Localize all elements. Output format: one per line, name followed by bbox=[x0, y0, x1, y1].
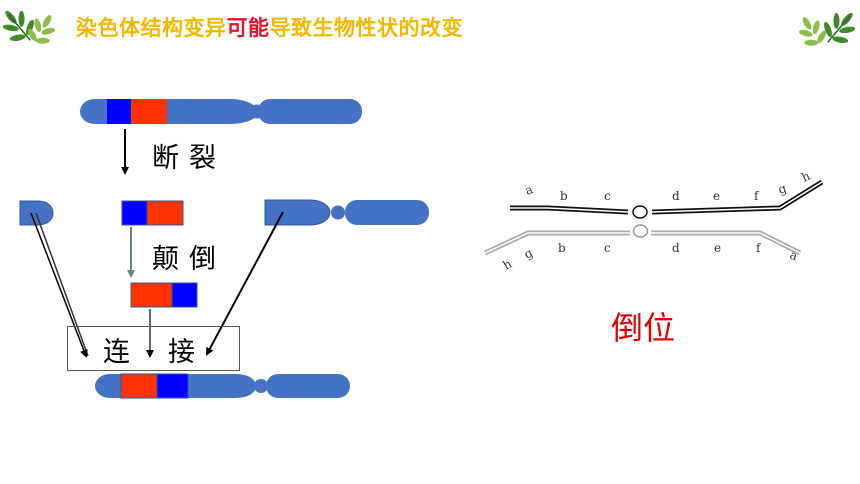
segment-blue bbox=[107, 99, 132, 124]
letter-bottom: b bbox=[558, 241, 566, 255]
letter-bottom: f bbox=[756, 241, 762, 255]
chromosome-original bbox=[80, 99, 362, 124]
letter-top: g bbox=[776, 181, 788, 197]
title-part2: 导致生物性状的改变 bbox=[269, 16, 463, 40]
letter-top: a bbox=[523, 182, 535, 198]
inversion-label: 倒位 bbox=[611, 309, 676, 347]
chromatid-letters-bottom: h g b c d e f a bbox=[501, 241, 800, 273]
letter-top: e bbox=[713, 189, 720, 203]
letter-top: c bbox=[604, 189, 611, 203]
join-arrow-left-shadow bbox=[35, 212, 89, 357]
step-label-break: 断裂 bbox=[152, 143, 226, 174]
title-part1: 染色体结构变异 bbox=[76, 16, 227, 40]
segment-red bbox=[131, 99, 167, 124]
slide-title: 染色体结构变异可能导致生物性状的改变 bbox=[76, 12, 463, 42]
letter-top: h bbox=[799, 169, 812, 185]
chromosome-fragment-right bbox=[264, 199, 429, 226]
leaf-decoration-left-icon bbox=[2, 10, 56, 44]
step-label-invert: 颠倒 bbox=[152, 244, 226, 275]
chromatid-letters-top: a b c d e f g h bbox=[523, 169, 812, 203]
letter-top: d bbox=[672, 189, 680, 203]
letter-bottom: h bbox=[501, 256, 515, 272]
join-arrow-right bbox=[206, 211, 284, 356]
letter-bottom: a bbox=[788, 248, 800, 264]
letter-bottom: d bbox=[672, 241, 680, 255]
chromosome-segment-inverted bbox=[130, 282, 198, 308]
letter-bottom: g bbox=[522, 245, 536, 261]
letter-top: f bbox=[754, 189, 760, 203]
chromosome-result bbox=[95, 373, 350, 399]
step-label-join: 连接 bbox=[103, 337, 233, 368]
title-highlight: 可能 bbox=[226, 16, 270, 40]
join-box bbox=[67, 326, 240, 371]
letter-top: b bbox=[560, 189, 568, 203]
chromatid-pair bbox=[483, 179, 824, 256]
letter-bottom: e bbox=[714, 241, 721, 255]
leaf-decoration-right-icon bbox=[798, 12, 856, 46]
chromosome-segment-broken bbox=[121, 200, 184, 226]
letter-bottom: c bbox=[604, 241, 611, 255]
join-arrow-left bbox=[30, 212, 88, 358]
